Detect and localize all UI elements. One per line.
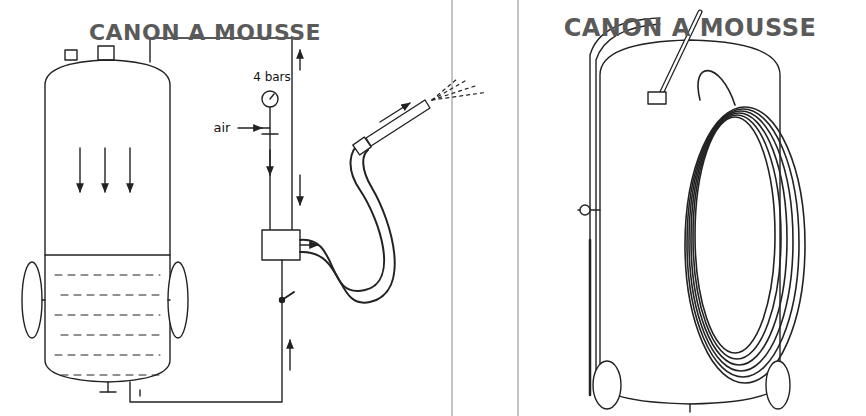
circle-stroke — [280, 298, 285, 303]
ellipse-stroke — [593, 361, 621, 409]
path-stroke — [366, 100, 430, 146]
g-stroke — [55, 275, 160, 375]
air-label: air — [214, 120, 231, 135]
ellipse-stroke — [687, 109, 799, 377]
ellipse-stroke — [685, 107, 805, 383]
rect-stroke — [648, 92, 666, 104]
line-stroke — [61, 295, 160, 296]
rect-stroke — [98, 46, 114, 60]
g-stroke — [432, 79, 484, 100]
line-stroke — [129, 148, 130, 192]
line-stroke — [270, 94, 274, 99]
circle-stroke — [580, 205, 590, 215]
line-stroke — [262, 133, 278, 134]
line-stroke — [299, 175, 300, 205]
line-stroke — [432, 79, 468, 100]
ellipse-stroke — [168, 262, 188, 338]
line-stroke — [299, 50, 300, 70]
line-stroke — [269, 107, 270, 230]
path-stroke — [300, 150, 395, 303]
path-stroke — [698, 71, 735, 105]
ellipse-stroke — [766, 361, 790, 409]
line-stroke — [518, 0, 519, 416]
line-stroke — [238, 127, 262, 128]
ellipse-stroke — [693, 115, 781, 359]
g-stroke — [685, 107, 805, 383]
path-stroke — [150, 38, 292, 230]
line-stroke — [380, 103, 410, 122]
rect-stroke — [262, 230, 300, 260]
line-stroke — [262, 127, 270, 128]
line-stroke — [61, 335, 160, 336]
ellipse-stroke — [22, 262, 42, 338]
ellipse-stroke — [691, 113, 787, 365]
path-stroke — [300, 143, 384, 291]
title: CANON A MOUSSE — [89, 20, 321, 45]
path-stroke — [130, 260, 282, 402]
line-stroke — [79, 148, 80, 192]
line-stroke — [100, 391, 116, 392]
line-stroke — [55, 275, 160, 276]
line-stroke — [432, 93, 484, 100]
circle-stroke — [262, 91, 278, 107]
path-stroke — [590, 18, 660, 390]
line-stroke — [269, 150, 270, 175]
ellipse-stroke — [695, 117, 775, 353]
pressure-label: 4 bars — [253, 70, 291, 84]
line-stroke — [300, 244, 318, 245]
line-stroke — [104, 148, 105, 192]
line-stroke — [42, 299, 45, 300]
panel-title: CANON A MOUSSE — [564, 14, 817, 42]
line-stroke — [289, 340, 290, 370]
path-stroke — [45, 60, 170, 382]
line-stroke — [107, 382, 108, 392]
line-stroke — [55, 315, 160, 316]
line-stroke — [168, 299, 170, 300]
ellipse-stroke — [689, 111, 793, 371]
g-stroke — [22, 0, 805, 416]
line-stroke — [55, 355, 160, 356]
path-stroke — [596, 24, 660, 390]
line-stroke — [689, 404, 690, 412]
line-stroke — [452, 0, 453, 416]
line-stroke — [61, 375, 160, 376]
line-stroke — [139, 390, 140, 396]
line-stroke — [432, 85, 478, 100]
line-stroke — [45, 254, 170, 255]
rect-stroke — [65, 50, 77, 60]
line-stroke — [589, 240, 592, 395]
